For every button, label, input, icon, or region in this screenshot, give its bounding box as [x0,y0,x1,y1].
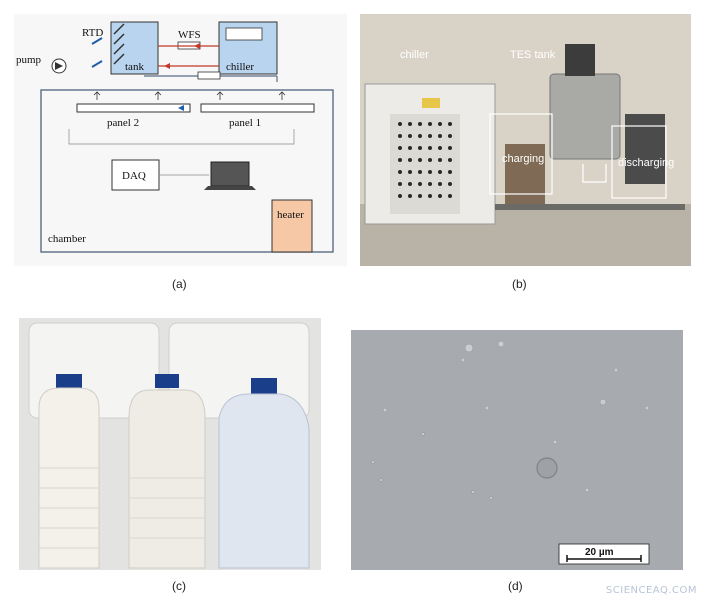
particle [536,457,558,479]
caption-b: (b) [512,277,527,291]
laptop-icon [210,161,250,187]
discharging-box [611,125,667,199]
pump-arrow-icon [55,62,63,70]
panel-a-schematic: pump RTD tank WFS chiller panel 2 panel … [14,14,347,266]
lab-photo-svg: chiller TES tank charging discharging [360,14,691,266]
daq-label: DAQ [122,170,146,182]
bottle-cap [251,378,277,394]
rtd-sensor-icon [91,37,103,68]
tank-box [110,21,159,75]
panel-d-micrograph: 20 µm [351,330,683,570]
chiller-photo-label: chiller [400,49,429,61]
watermark: SCIENCEAQ.COM [605,585,697,596]
heater-label: heater [277,209,304,221]
heater-box [271,199,313,253]
pump-label: pump [16,54,42,66]
discharging-photo-label: discharging [618,157,674,169]
daq-box [111,159,160,191]
bottle-1 [38,387,100,569]
tank-motor [565,44,595,76]
scale-bar-label: 20 µm [585,547,614,558]
charging-box [489,113,553,195]
flow-arrow-icon [178,105,184,111]
laptop-base [204,186,256,190]
chiller-grille [390,114,460,214]
bottle-2 [128,389,206,569]
caption-a: (a) [172,277,187,291]
tank-hatch [113,23,125,65]
chamber-outline [40,89,334,253]
chamber-label: chamber [48,233,86,245]
charging-photo-label: charging [502,153,544,165]
panel-1-box [200,103,315,113]
wfs-sensor-2 [197,71,221,80]
flow-arrow-icon [194,43,200,49]
chiller-label: chiller [226,61,254,73]
panel-1-label: panel 1 [229,117,261,129]
bottle-cap [56,374,82,388]
micrograph-svg: 20 µm [351,330,683,570]
caption-d: (d) [508,579,523,593]
tank-label: tank [125,61,144,73]
caption-c: (c) [172,579,186,593]
tes-tank [549,73,621,160]
rtd-label: RTD [82,27,103,39]
chiller-display [225,27,263,41]
bottle-cap [155,374,179,388]
bottles-photo-svg [19,318,321,570]
tes-tank-photo-label: TES tank [510,49,556,61]
panel-2-label: panel 2 [107,117,139,129]
bottle-3 [218,393,310,569]
wfs-label: WFS [178,29,201,41]
panel-c-photo [19,318,321,570]
panel-b-photo: chiller TES tank charging discharging [360,14,691,266]
panel-2-box [76,103,191,113]
flow-arrow-icon [164,63,170,69]
schematic-svg: pump RTD tank WFS chiller panel 2 panel … [16,21,334,253]
